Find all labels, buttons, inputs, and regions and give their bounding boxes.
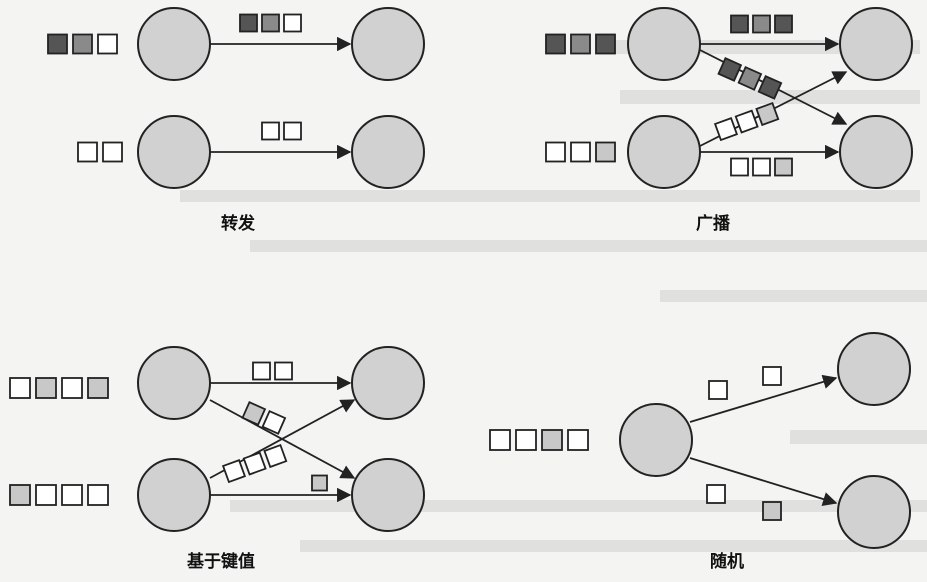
random-edge-record-1a — [708, 380, 728, 400]
random-target-1-node — [837, 332, 911, 406]
random-1-arrow — [689, 374, 838, 423]
random-edge-record-1b — [762, 366, 782, 386]
forward-target-1-node — [351, 7, 425, 81]
key-queue-1 — [9, 377, 109, 399]
record-square — [541, 429, 563, 451]
record-square — [752, 14, 771, 34]
random-edge-record-2b — [762, 501, 782, 521]
record-square — [737, 65, 763, 91]
record-square — [545, 141, 566, 163]
record-square — [97, 33, 118, 55]
record-square — [61, 377, 83, 399]
record-square — [734, 109, 759, 134]
key-edge-records-2-cross — [221, 443, 288, 484]
panel-label-random: 随机 — [710, 551, 744, 572]
key-edge-records-1-cross — [241, 401, 287, 435]
random-queue — [489, 429, 589, 451]
record-square — [252, 361, 271, 381]
record-square — [77, 141, 98, 163]
broadcast-queue-1 — [545, 33, 616, 55]
forward-queue-1 — [47, 33, 118, 55]
record-square — [570, 33, 591, 55]
record-square — [595, 33, 616, 55]
record-square — [221, 459, 247, 484]
key-target-2-node — [351, 458, 425, 532]
broadcast-target-2-node — [839, 115, 913, 189]
forward-edge-records-1 — [239, 13, 302, 33]
record-square — [47, 33, 68, 55]
record-square — [706, 484, 726, 504]
random-target-2-node — [837, 475, 911, 549]
key-queue-2 — [9, 484, 109, 506]
record-square — [311, 474, 328, 492]
random-2-arrow — [689, 457, 838, 507]
record-square — [35, 484, 57, 506]
broadcast-source-2-node — [627, 115, 701, 189]
record-square — [708, 380, 728, 400]
background-ghosts — [180, 40, 927, 552]
broadcast-source-1-node — [627, 7, 701, 81]
broadcast-target-1-node — [839, 7, 913, 81]
record-square — [283, 13, 302, 33]
record-square — [762, 366, 782, 386]
record-square — [717, 57, 743, 82]
panel-label-broadcast: 广播 — [696, 213, 731, 234]
record-square — [757, 74, 783, 100]
record-square — [261, 13, 280, 33]
record-square — [261, 409, 287, 435]
record-square — [274, 361, 293, 381]
edges-layer — [209, 36, 848, 507]
record-square — [87, 377, 109, 399]
forward-queue-2 — [77, 141, 123, 163]
record-square — [72, 33, 93, 55]
forward-edge-records-2 — [261, 121, 302, 141]
key-source-1-node — [137, 346, 211, 420]
record-square — [242, 451, 267, 476]
record-square — [713, 117, 739, 142]
record-square — [261, 121, 280, 141]
random-edge-record-2a — [706, 484, 726, 504]
forward-source-1-node — [137, 7, 211, 81]
record-square — [515, 429, 537, 451]
record-square — [755, 101, 780, 127]
record-square — [102, 141, 123, 163]
record-square — [489, 429, 511, 451]
record-square — [730, 14, 749, 34]
broadcast-edge-records-1-cross — [717, 57, 783, 100]
record-square — [730, 157, 749, 177]
record-square — [87, 484, 109, 506]
random-source-node — [619, 403, 693, 477]
record-square — [595, 141, 616, 163]
record-square — [283, 121, 302, 141]
forward-target-2-node — [351, 115, 425, 189]
key-edge-records-1 — [252, 361, 293, 381]
record-square — [61, 484, 83, 506]
record-square — [9, 377, 31, 399]
record-square — [263, 443, 288, 469]
broadcast-edge-records-2-cross — [713, 101, 780, 142]
record-squares-layer — [9, 13, 793, 521]
record-square — [567, 429, 589, 451]
broadcast-edge-records-2 — [730, 157, 793, 177]
record-square — [752, 157, 771, 177]
record-square — [35, 377, 57, 399]
broadcast-queue-2 — [545, 141, 616, 163]
record-square — [545, 33, 566, 55]
record-square — [774, 157, 793, 177]
record-square — [239, 13, 258, 33]
panel-label-forward: 转发 — [221, 213, 256, 234]
record-square — [774, 14, 793, 34]
forward-source-2-node — [137, 115, 211, 189]
record-square — [9, 484, 31, 506]
nodes-layer — [137, 7, 913, 549]
record-square — [762, 501, 782, 521]
record-square — [570, 141, 591, 163]
key-edge-records-2 — [311, 474, 328, 492]
record-square — [241, 401, 267, 426]
key-source-2-node — [137, 458, 211, 532]
broadcast-edge-records-1 — [730, 14, 793, 34]
key-target-1-node — [351, 346, 425, 420]
panel-label-key-based: 基于键值 — [186, 551, 255, 572]
